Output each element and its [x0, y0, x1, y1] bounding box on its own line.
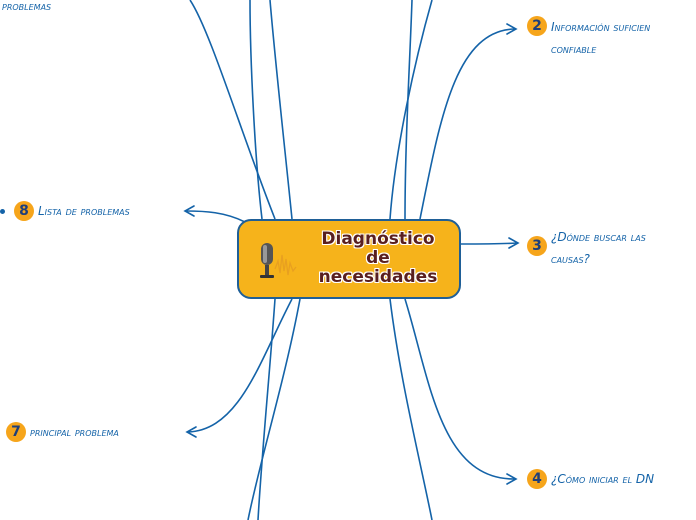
branch-number-badge: 3	[527, 236, 547, 256]
branch-donde-buscar[interactable]: 3 ¿Dónde buscar las causas?	[527, 226, 646, 270]
arrowhead-como	[506, 473, 518, 485]
branch-label-donde-line1: ¿Dónde buscar las	[551, 230, 646, 244]
branch-number-badge: 7	[6, 422, 26, 442]
central-title-line-3: necesidades	[318, 267, 438, 287]
central-title-line-2: de	[366, 248, 390, 268]
connector-bottom-right	[389, 298, 433, 520]
branch-number-badge: 8	[14, 201, 34, 221]
branch-label-problemas: problemas	[2, 0, 52, 13]
connector-to-informacion	[419, 28, 516, 220]
connector-top-right-outer	[389, 0, 433, 220]
branch-problemas[interactable]: problemas	[0, 0, 51, 16]
branch-label-principal: principal problema	[30, 425, 119, 439]
branch-principal-problema[interactable]: 7 principal problema	[6, 422, 119, 442]
branch-label-lista: Lista de problemas	[38, 204, 130, 218]
arrowhead-donde	[508, 237, 520, 249]
branch-label-informacion-line1: Información suficien	[551, 20, 651, 34]
branch-number-badge: 2	[527, 16, 547, 36]
branch-number-badge: 4	[527, 469, 547, 489]
connector-to-como	[404, 298, 516, 480]
branch-lista-problemas[interactable]: 8 Lista de problemas	[14, 201, 130, 221]
connector-to-problemas	[189, 0, 276, 220]
branch-label-como: ¿Cómo iniciar el DN	[551, 472, 655, 486]
central-topic[interactable]: Diagnóstico de necesidades	[237, 219, 461, 299]
central-topic-title: Diagnóstico de necesidades	[299, 230, 457, 287]
connector-to-principal	[187, 298, 293, 433]
connector-top-left-outer	[249, 0, 263, 220]
connector-bottom-left-2	[257, 298, 276, 520]
connector-bottom-left	[247, 298, 301, 520]
connector-to-lista	[185, 210, 246, 223]
connector-top-left-inner	[269, 0, 293, 220]
connector-to-donde	[460, 242, 518, 245]
arrowhead-informacion	[506, 23, 518, 35]
branch-informacion[interactable]: 2 Información suficien confiable	[527, 16, 650, 60]
microphone-icon	[260, 243, 297, 278]
branch-label-informacion: Información suficien confiable	[551, 16, 650, 60]
branch-label-donde: ¿Dónde buscar las causas?	[551, 226, 646, 270]
central-title-line-1: Diagnóstico	[321, 229, 435, 249]
branch-como-iniciar[interactable]: 4 ¿Cómo iniciar el DN	[527, 469, 654, 489]
connector-top-right-inner	[404, 0, 413, 220]
branch-label-informacion-line2: confiable	[551, 42, 597, 56]
arrowhead-principal	[185, 426, 197, 438]
bullet-dot	[0, 209, 5, 214]
arrowhead-lista	[183, 205, 195, 217]
branch-label-donde-line2: causas?	[551, 252, 590, 266]
